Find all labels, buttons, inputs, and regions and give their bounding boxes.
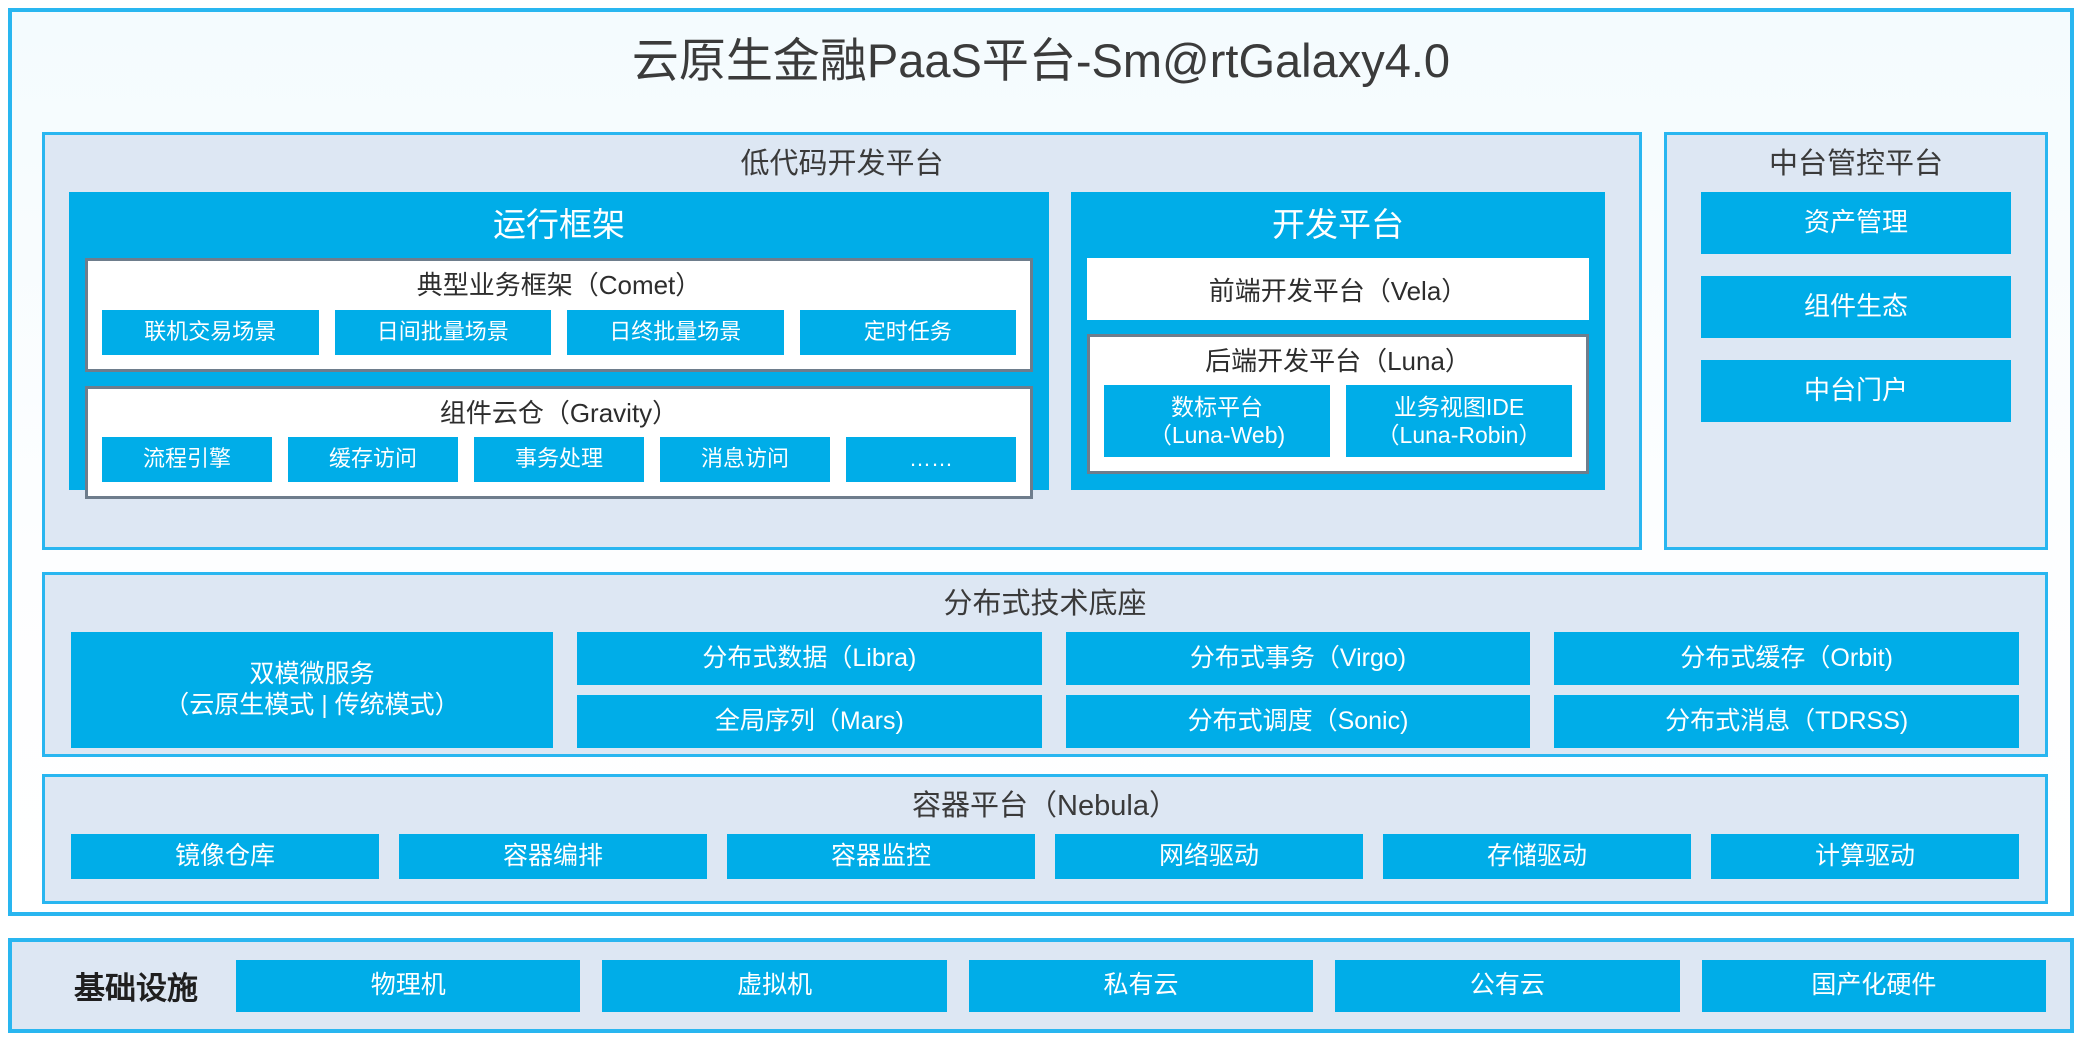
tech-base-item-virgo[interactable]: 分布式事务（Virgo) <box>1065 631 1531 685</box>
tech-base-panel: 分布式技术底座 双模微服务 （云原生模式 | 传统模式） 分布式数据（Libra… <box>42 572 2048 757</box>
gravity-item[interactable]: 流程引擎 <box>102 436 272 482</box>
midcontrol-item[interactable]: 资产管理 <box>1701 191 2011 254</box>
gravity-title: 组件云仓（Gravity） <box>439 397 679 428</box>
tech-base-column-1: 分布式数据（Libra) 全局序列（Mars) <box>577 631 1042 748</box>
midcontrol-items: 资产管理 组件生态 中台门户 <box>1667 191 2045 422</box>
runtime-framework-title: 运行框架 <box>493 205 625 243</box>
container-item[interactable]: 网络驱动 <box>1055 833 1363 879</box>
comet-item[interactable]: 联机交易场景 <box>102 309 319 355</box>
tech-base-item-libra[interactable]: 分布式数据（Libra) <box>577 631 1042 685</box>
container-platform-panel: 容器平台（Nebula） 镜像仓库 容器编排 容器监控 网络驱动 存储驱动 计算… <box>42 774 2048 904</box>
infrastructure-item[interactable]: 公有云 <box>1335 959 1680 1012</box>
container-item[interactable]: 容器编排 <box>399 833 707 879</box>
luna-robin-item[interactable]: 业务视图IDE （Luna-Robin） <box>1346 384 1572 457</box>
tech-base-column-3: 分布式缓存（Orbit) 分布式消息（TDRSS) <box>1554 631 2020 748</box>
container-item[interactable]: 存储驱动 <box>1383 833 1691 879</box>
gravity-box: 组件云仓（Gravity） 流程引擎 缓存访问 事务处理 消息访问 …… <box>85 385 1033 499</box>
tech-base-item-tdrss[interactable]: 分布式消息（TDRSS) <box>1554 694 2020 748</box>
luna-web-code: （Luna-Web) <box>1148 421 1286 448</box>
midcontrol-item[interactable]: 组件生态 <box>1701 275 2011 338</box>
backend-dev-platform-box: 后端开发平台（Luna） 数标平台 （Luna-Web) 业务视图IDE （Lu… <box>1087 333 1589 474</box>
luna-web-name: 数标平台 <box>1171 393 1263 420</box>
gravity-item[interactable]: 消息访问 <box>660 436 830 482</box>
tech-base-item-orbit[interactable]: 分布式缓存（Orbit) <box>1554 631 2020 685</box>
dev-platform-title: 开发平台 <box>1272 205 1404 243</box>
infrastructure-item[interactable]: 虚拟机 <box>602 959 947 1012</box>
infrastructure-items: 物理机 虚拟机 私有云 公有云 国产化硬件 <box>236 959 2047 1012</box>
luna-robin-name: 业务视图IDE <box>1393 393 1525 420</box>
infrastructure-label: 基础设施 <box>74 971 198 1006</box>
dev-platform-card: 开发平台 前端开发平台（Vela） 后端开发平台（Luna） 数标平台 （Lun… <box>1071 191 1605 490</box>
frontend-dev-platform-box[interactable]: 前端开发平台（Vela） <box>1087 258 1589 320</box>
lowcode-platform-body: 运行框架 典型业务框架（Comet） 联机交易场景 日间批量场景 日终批量场景 … <box>45 191 1639 510</box>
container-item[interactable]: 容器监控 <box>727 833 1035 879</box>
container-item[interactable]: 镜像仓库 <box>71 833 379 879</box>
page-title: 云原生金融PaaS平台-Sm@rtGalaxy4.0 <box>631 34 1451 87</box>
backend-dev-platform-title: 后端开发平台（Luna） <box>1205 345 1471 376</box>
dual-mode-microservice-item[interactable]: 双模微服务 （云原生模式 | 传统模式） <box>71 631 553 748</box>
gravity-item-more[interactable]: …… <box>846 436 1016 482</box>
dual-mode-line1: 双模微服务 <box>249 660 375 689</box>
tech-base-item-mars[interactable]: 全局序列（Mars) <box>577 694 1042 748</box>
comet-item[interactable]: 定时任务 <box>799 309 1016 355</box>
lowcode-platform-title: 低代码开发平台 <box>740 148 944 180</box>
gravity-item[interactable]: 缓存访问 <box>288 436 458 482</box>
platform-card: 云原生金融PaaS平台-Sm@rtGalaxy4.0 低代码开发平台 运行框架 … <box>8 8 2074 916</box>
tech-base-column-2: 分布式事务（Virgo) 分布式调度（Sonic) <box>1065 631 1531 748</box>
backend-dev-platform-items: 数标平台 （Luna-Web) 业务视图IDE （Luna-Robin） <box>1090 384 1586 471</box>
comet-item[interactable]: 日终批量场景 <box>567 309 784 355</box>
midcontrol-platform-panel: 中台管控平台 资产管理 组件生态 中台门户 <box>1664 132 2048 550</box>
tech-base-body: 双模微服务 （云原生模式 | 传统模式） 分布式数据（Libra) 全局序列（M… <box>45 631 2045 764</box>
midcontrol-item[interactable]: 中台门户 <box>1701 359 2011 422</box>
container-platform-title: 容器平台（Nebula） <box>912 790 1178 822</box>
container-item[interactable]: 计算驱动 <box>1711 833 2019 879</box>
midcontrol-platform-title: 中台管控平台 <box>1768 148 1943 180</box>
runtime-framework-card: 运行框架 典型业务框架（Comet） 联机交易场景 日间批量场景 日终批量场景 … <box>69 191 1049 499</box>
comet-item[interactable]: 日间批量场景 <box>334 309 551 355</box>
row-lowcode-and-midcontrol: 低代码开发平台 运行框架 典型业务框架（Comet） 联机交易场景 日间批量场景… <box>42 132 2048 550</box>
infrastructure-item[interactable]: 国产化硬件 <box>1701 959 2047 1012</box>
tech-base-item-sonic[interactable]: 分布式调度（Sonic) <box>1065 694 1531 748</box>
gravity-items: 流程引擎 缓存访问 事务处理 消息访问 …… <box>88 436 1030 496</box>
infrastructure-item[interactable]: 私有云 <box>968 959 1314 1012</box>
comet-items: 联机交易场景 日间批量场景 日终批量场景 定时任务 <box>88 309 1030 369</box>
container-platform-items: 镜像仓库 容器编排 容器监控 网络驱动 存储驱动 计算驱动 <box>45 833 2045 895</box>
comet-box: 典型业务框架（Comet） 联机交易场景 日间批量场景 日终批量场景 定时任务 <box>85 258 1033 372</box>
infrastructure-panel: 基础设施 物理机 虚拟机 私有云 公有云 国产化硬件 <box>8 938 2074 1033</box>
gravity-item[interactable]: 事务处理 <box>474 436 644 482</box>
infrastructure-item[interactable]: 物理机 <box>236 959 581 1012</box>
lowcode-platform-panel: 低代码开发平台 运行框架 典型业务框架（Comet） 联机交易场景 日间批量场景… <box>42 132 1642 550</box>
dual-mode-line2: （云原生模式 | 传统模式） <box>164 690 460 719</box>
comet-title: 典型业务框架（Comet） <box>416 270 702 301</box>
tech-base-title: 分布式技术底座 <box>943 588 1147 620</box>
luna-web-item[interactable]: 数标平台 （Luna-Web) <box>1104 384 1330 457</box>
luna-robin-code: （Luna-Robin） <box>1376 421 1542 448</box>
